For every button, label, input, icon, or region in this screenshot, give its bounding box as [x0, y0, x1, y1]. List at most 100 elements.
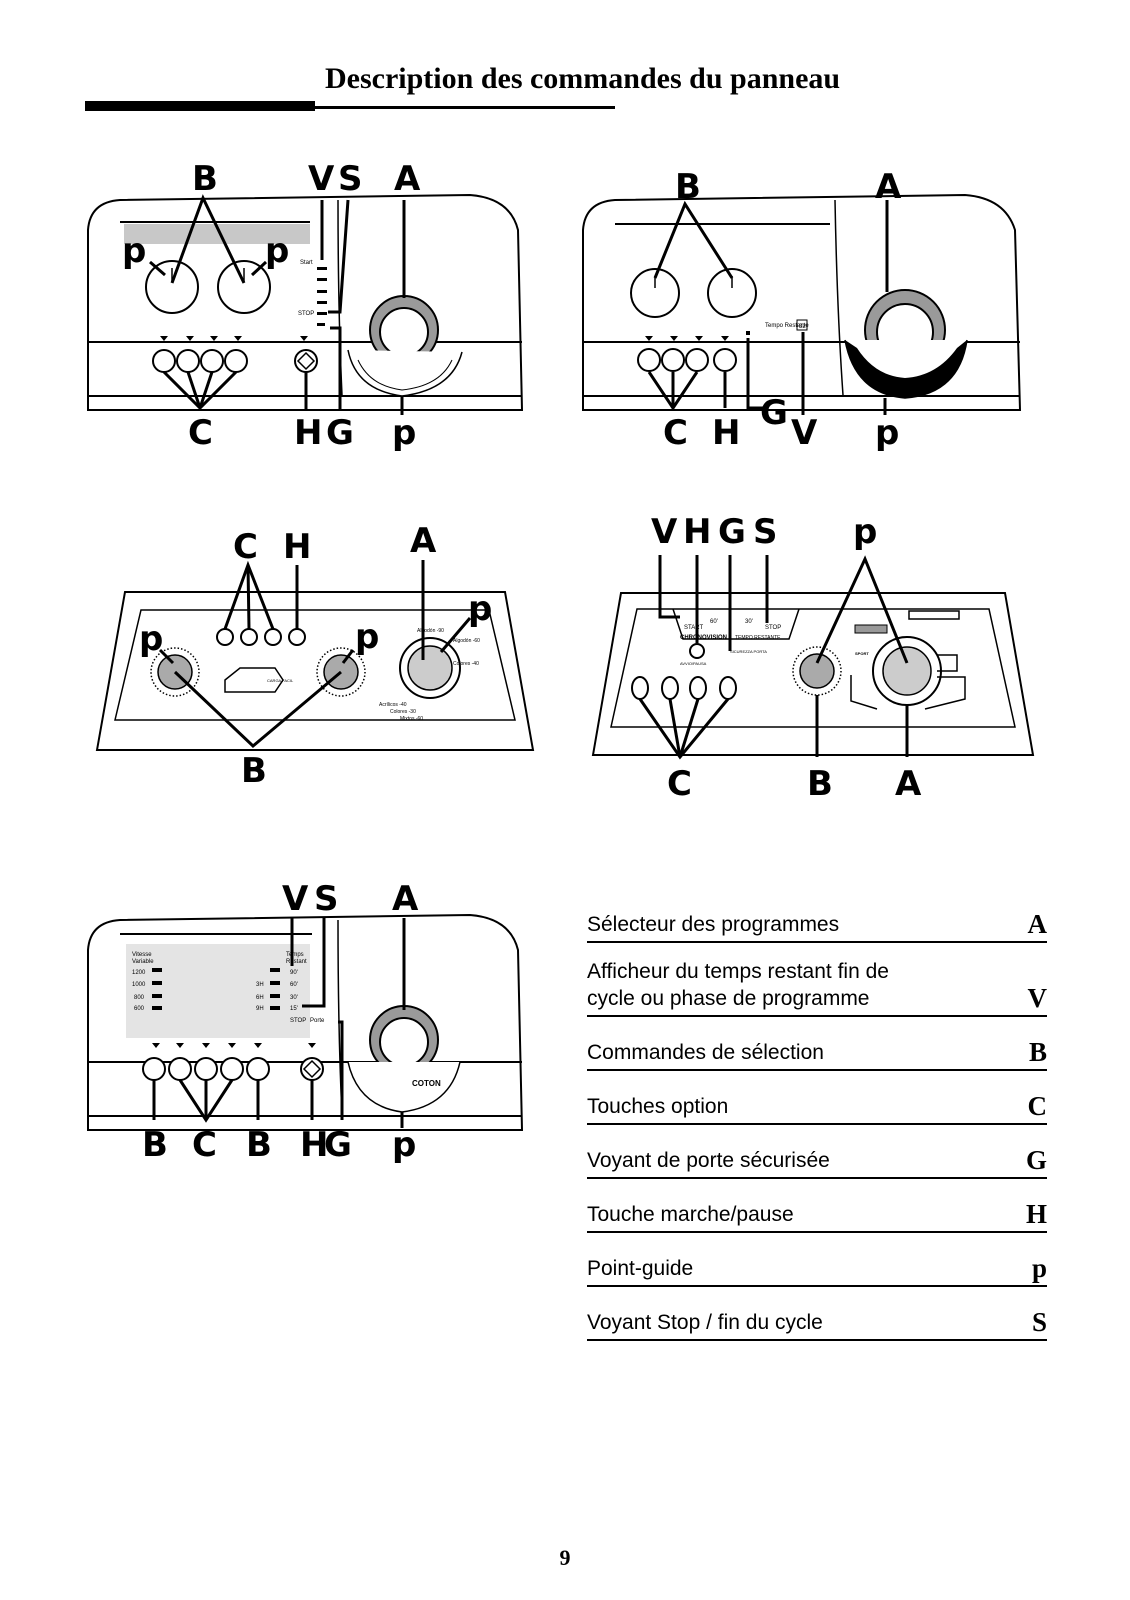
- label-h: H: [283, 527, 311, 567]
- time-90: 90': [290, 970, 298, 976]
- legend-text: Sélecteur des programmes: [587, 913, 840, 936]
- label-h: H: [294, 413, 322, 453]
- label-p: p: [392, 1125, 416, 1165]
- panel-diagram-1: Start STOP B V S A p p C H G p: [87, 160, 524, 453]
- delay-9h: 9H: [256, 1006, 264, 1012]
- panel-diagram-5: Vitesse Variable Temps Restant 1200 1000…: [87, 880, 524, 1165]
- legend-text: Commandes de sélection: [587, 1041, 824, 1064]
- sicurezza-text: SICUREZZA PORTA: [730, 649, 767, 654]
- panel-diagram-3: CARGA FACIL Algodón -90 Algodón -60 Colo…: [95, 521, 535, 791]
- label-b: B: [675, 167, 701, 207]
- label-g: G: [760, 393, 788, 433]
- label-p-mid: p: [355, 617, 379, 657]
- legend-letter: V: [1027, 983, 1048, 1013]
- label-v: V: [308, 160, 335, 199]
- time-60: 60': [290, 982, 298, 988]
- page-number: 9: [559, 1545, 571, 1570]
- legend-text: Touches option: [587, 1095, 729, 1118]
- avvio-text: AVVIO/PAUSA: [680, 661, 707, 666]
- min-30: 30': [745, 619, 753, 625]
- time-15: 15': [290, 1006, 298, 1012]
- vitesse-text: Vitesse: [132, 952, 152, 958]
- stop-text: STOP: [765, 625, 781, 631]
- display-value: 32: [799, 324, 806, 330]
- temps-text: Temps: [286, 952, 304, 958]
- sport-text: SPORT: [855, 651, 869, 656]
- porte-text: Porte: [310, 1018, 325, 1024]
- label-a: A: [410, 521, 437, 561]
- tempo-text: TEMPO RESTANTE: [735, 635, 781, 641]
- label-b: B: [807, 764, 833, 804]
- label-p-left: p: [122, 231, 146, 271]
- legend-row: Voyant Stop / fin du cycle S: [587, 1295, 1047, 1341]
- label-s: S: [338, 160, 363, 199]
- speed-1200: 1200: [132, 970, 146, 976]
- restant-text: Restant: [286, 959, 307, 965]
- title-rule-thick: [85, 101, 315, 111]
- legend-row: Afficheur du temps restant fin de cycle …: [587, 955, 1047, 1017]
- legend-text: Point-guide: [587, 1257, 694, 1280]
- label-c: C: [233, 527, 258, 567]
- carga-text: CARGA FACIL: [267, 678, 294, 683]
- label-c: C: [667, 764, 692, 804]
- legend-text: Afficheur du temps restant fin de: [587, 960, 889, 983]
- panel-diagram-4: START 60' 30' STOP CHRONOVISION TEMPO RE…: [591, 512, 1035, 804]
- page-title: Description des commandes du panneau: [325, 62, 841, 95]
- label-p-right: p: [468, 589, 492, 629]
- legend-row: Sélecteur des programmes A: [587, 905, 1047, 943]
- prog-2: Algodón -60: [453, 638, 480, 644]
- label-p-bottom: p: [392, 413, 416, 453]
- tempo-text: Tempo Restante: [765, 323, 809, 329]
- label-h: H: [683, 512, 711, 552]
- label-v: V: [791, 413, 818, 453]
- stop-text: STOP: [298, 311, 314, 317]
- prog-4: Acrílicos -40: [379, 702, 407, 708]
- panel-diagram-2: Coton 32 Tempo Restante B A C H G V p: [582, 167, 1022, 453]
- delay-3h: 3H: [256, 982, 264, 988]
- speed-1000: 1000: [132, 982, 146, 988]
- stop-text: STOP: [290, 1018, 306, 1024]
- label-c: C: [663, 413, 688, 453]
- label-c: C: [192, 1125, 217, 1165]
- label-s: S: [314, 880, 339, 919]
- label-g: G: [326, 413, 354, 453]
- time-30: 30': [290, 995, 298, 1001]
- prog-3: Colores -40: [453, 661, 479, 667]
- label-g: G: [324, 1125, 352, 1165]
- legend-letter: C: [1027, 1091, 1048, 1121]
- label-c: C: [188, 413, 213, 453]
- label-h: H: [712, 413, 740, 453]
- label-h: H: [300, 1125, 328, 1165]
- label-b: B: [192, 160, 218, 199]
- label-p-left: p: [139, 619, 163, 659]
- legend-row: Commandes de sélection B: [587, 1025, 1047, 1071]
- label-a: A: [394, 160, 421, 199]
- label-b: B: [241, 751, 267, 791]
- label-g: G: [718, 512, 746, 552]
- legend-text: Voyant Stop / fin du cycle: [587, 1311, 823, 1334]
- delay-6h: 6H: [256, 995, 264, 1001]
- speed-600: 600: [134, 1006, 145, 1012]
- label-p: p: [875, 413, 899, 453]
- min-60: 60': [710, 619, 718, 625]
- legend-text-line2: cycle ou phase de programme: [587, 987, 870, 1010]
- legend-letter: S: [1031, 1307, 1047, 1337]
- label-a: A: [895, 764, 922, 804]
- speed-800: 800: [134, 995, 145, 1001]
- label-a: A: [875, 167, 902, 207]
- legend-letter: H: [1025, 1199, 1047, 1229]
- variable-text: Variable: [132, 959, 154, 965]
- brand-text: CHRONOVISION: [680, 635, 727, 641]
- label-v: V: [651, 512, 678, 552]
- legend-letter: A: [1027, 909, 1048, 939]
- label-s: S: [753, 512, 778, 552]
- legend-text: Touche marche/pause: [587, 1203, 794, 1226]
- legend-row: Touches option C: [587, 1079, 1047, 1125]
- title-rule-thin: [315, 106, 615, 109]
- legend-letter: B: [1028, 1037, 1047, 1067]
- coton-text: COTON: [412, 1079, 441, 1088]
- label-b-right: B: [246, 1125, 272, 1165]
- prog-1: Algodón -90: [417, 628, 444, 634]
- coton-text: Coton: [887, 364, 913, 374]
- legend-row: Touche marche/pause H: [587, 1187, 1047, 1233]
